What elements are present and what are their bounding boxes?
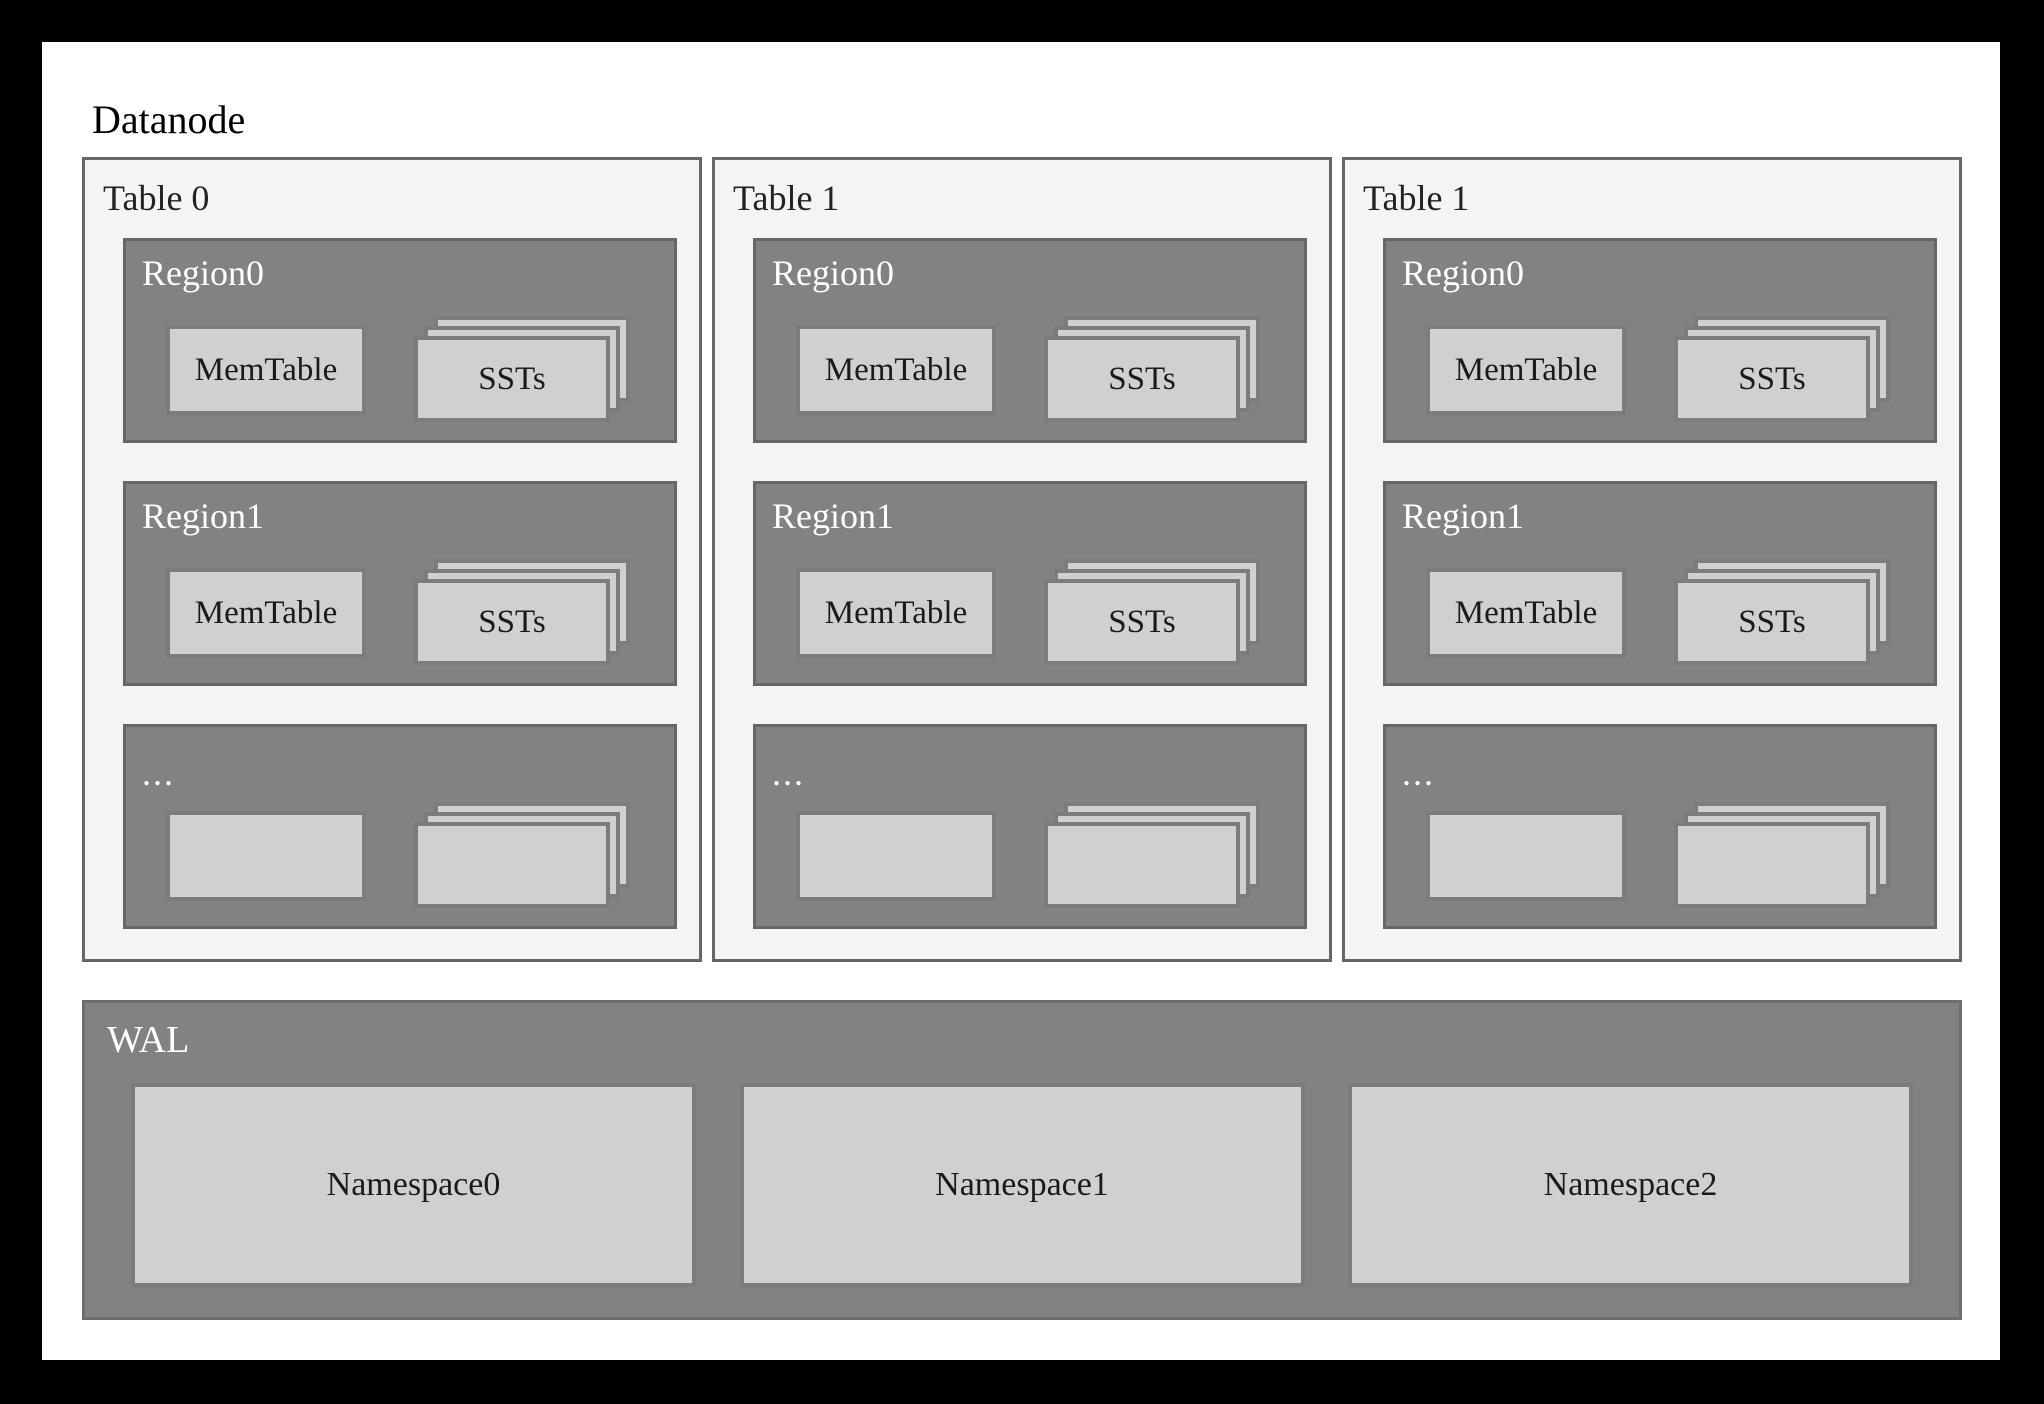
- ssts-layer-front: SSTs: [1044, 579, 1240, 665]
- datanode-frame: Datanode Table 0 Region0 MemTable SSTs: [42, 42, 2000, 1360]
- ssts-layer-front: SSTs: [414, 336, 610, 422]
- region-panel-more[interactable]: ...: [1383, 724, 1937, 929]
- regions-wrap: Region0 MemTable SSTs Region1 MemTable: [1383, 238, 1937, 929]
- ssts-stack[interactable]: SSTs: [414, 559, 632, 667]
- ssts-stack-empty[interactable]: [1674, 802, 1892, 910]
- region-panel-0[interactable]: Region0 MemTable SSTs: [1383, 238, 1937, 443]
- table-panel-0[interactable]: Table 0 Region0 MemTable SSTs Region1: [82, 157, 702, 962]
- tables-row: Table 0 Region0 MemTable SSTs Region1: [82, 157, 1962, 962]
- ssts-stack[interactable]: SSTs: [1674, 559, 1892, 667]
- region-label: Region1: [142, 496, 264, 536]
- memtable-box[interactable]: MemTable: [796, 568, 996, 658]
- table-panel-1[interactable]: Table 1 Region0 MemTable SSTs Region1: [712, 157, 1332, 962]
- memtable-box[interactable]: MemTable: [1426, 568, 1626, 658]
- region-panel-0[interactable]: Region0 MemTable SSTs: [753, 238, 1307, 443]
- region-boxes: MemTable SSTs: [166, 559, 652, 665]
- region-label: Region0: [142, 253, 264, 293]
- wal-label: WAL: [107, 1019, 190, 1061]
- region-panel-more[interactable]: ...: [753, 724, 1307, 929]
- memtable-box[interactable]: MemTable: [166, 325, 366, 415]
- ssts-layer-front: SSTs: [1674, 336, 1870, 422]
- table-label: Table 1: [1363, 178, 1470, 218]
- ssts-layer-front: SSTs: [1674, 579, 1870, 665]
- region-ellipsis-label: ...: [1402, 753, 1435, 793]
- ssts-layer-front: [1674, 822, 1870, 908]
- ssts-layer-front: SSTs: [414, 579, 610, 665]
- ssts-layer-front: SSTs: [1044, 336, 1240, 422]
- region-label: Region1: [772, 496, 894, 536]
- memtable-box-empty[interactable]: [1426, 811, 1626, 901]
- table-panel-2[interactable]: Table 1 Region0 MemTable SSTs Region1: [1342, 157, 1962, 962]
- ssts-stack[interactable]: SSTs: [1044, 559, 1262, 667]
- wal-panel[interactable]: WAL Namespace0 Namespace1 Namespace2: [82, 1000, 1962, 1320]
- region-label: Region0: [772, 253, 894, 293]
- namespace-box-1[interactable]: Namespace1: [739, 1083, 1305, 1287]
- region-ellipsis-label: ...: [142, 753, 175, 793]
- region-panel-1[interactable]: Region1 MemTable SSTs: [1383, 481, 1937, 686]
- ssts-stack[interactable]: SSTs: [1044, 316, 1262, 424]
- region-boxes: MemTable SSTs: [796, 316, 1282, 422]
- region-panel-1[interactable]: Region1 MemTable SSTs: [123, 481, 677, 686]
- memtable-box[interactable]: MemTable: [796, 325, 996, 415]
- region-boxes: MemTable SSTs: [796, 559, 1282, 665]
- memtable-box-empty[interactable]: [796, 811, 996, 901]
- region-boxes: [166, 802, 652, 908]
- table-label: Table 1: [733, 178, 840, 218]
- memtable-box-empty[interactable]: [166, 811, 366, 901]
- region-boxes: [796, 802, 1282, 908]
- memtable-box[interactable]: MemTable: [1426, 325, 1626, 415]
- namespace-box-2[interactable]: Namespace2: [1348, 1083, 1913, 1287]
- namespace-box-0[interactable]: Namespace0: [131, 1083, 696, 1287]
- ssts-stack[interactable]: SSTs: [414, 316, 632, 424]
- region-boxes: [1426, 802, 1912, 908]
- ssts-stack[interactable]: SSTs: [1674, 316, 1892, 424]
- memtable-box[interactable]: MemTable: [166, 568, 366, 658]
- regions-wrap: Region0 MemTable SSTs Region1 MemTable: [753, 238, 1307, 929]
- ssts-stack-empty[interactable]: [414, 802, 632, 910]
- ssts-layer-front: [414, 822, 610, 908]
- region-panel-1[interactable]: Region1 MemTable SSTs: [753, 481, 1307, 686]
- table-label: Table 0: [103, 178, 210, 218]
- wal-namespaces: Namespace0 Namespace1 Namespace2: [131, 1083, 1913, 1287]
- region-label: Region1: [1402, 496, 1524, 536]
- ssts-layer-front: [1044, 822, 1240, 908]
- region-panel-0[interactable]: Region0 MemTable SSTs: [123, 238, 677, 443]
- region-ellipsis-label: ...: [772, 753, 805, 793]
- regions-wrap: Region0 MemTable SSTs Region1 MemTable: [123, 238, 677, 929]
- ssts-stack-empty[interactable]: [1044, 802, 1262, 910]
- region-label: Region0: [1402, 253, 1524, 293]
- region-boxes: MemTable SSTs: [166, 316, 652, 422]
- region-panel-more[interactable]: ...: [123, 724, 677, 929]
- region-boxes: MemTable SSTs: [1426, 316, 1912, 422]
- region-boxes: MemTable SSTs: [1426, 559, 1912, 665]
- datanode-title: Datanode: [92, 97, 246, 142]
